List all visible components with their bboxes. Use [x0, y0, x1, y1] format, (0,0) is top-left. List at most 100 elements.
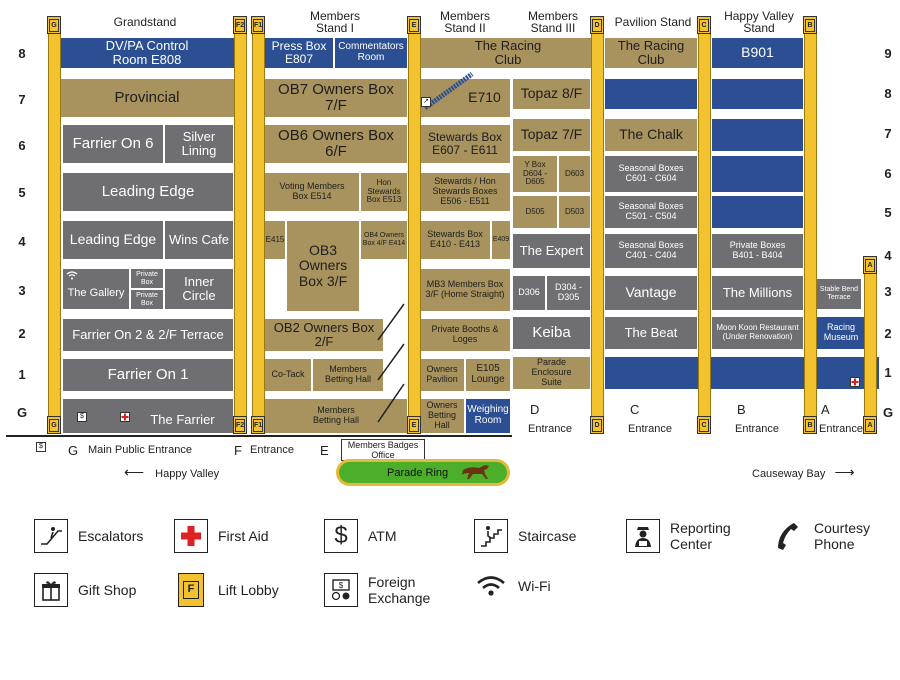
- room-private-box-2[interactable]: Private Box: [130, 289, 164, 310]
- room-hon-stewards-boxes[interactable]: Stewards / Hon Stewards Boxes E506 - E51…: [419, 172, 511, 212]
- legend-courtesy-phone: Courtesy Phone: [770, 519, 884, 553]
- lift-letter: F1: [253, 18, 263, 32]
- room-ob7[interactable]: OB7 Owners Box 7/F: [264, 78, 408, 118]
- room-moon-koon[interactable]: Moon Koon Restaurant (Under Renovation): [711, 316, 804, 350]
- room-dvpa-control[interactable]: DV/PA Control Room E808: [48, 37, 246, 69]
- lift-lobby-marker[interactable]: F2: [233, 16, 247, 34]
- room-seasonal-4[interactable]: Seasonal Boxes C401 - C404: [604, 233, 698, 269]
- room-farrier-on-2[interactable]: Farrier On 2 & 2/F Terrace: [62, 318, 234, 352]
- lift-lobby-marker[interactable]: A: [863, 256, 877, 274]
- room-members-betting-1[interactable]: Members Betting Hall: [312, 358, 384, 392]
- room-the-beat[interactable]: The Beat: [604, 316, 698, 350]
- room-blue-7-pavilion: [604, 78, 698, 110]
- room-parade-enclosure[interactable]: Parade Enclosure Suite: [512, 356, 591, 390]
- room-ob4[interactable]: OB4 Owners Box 4/F E414: [360, 220, 408, 260]
- lift-entrance-marker[interactable]: F1: [251, 416, 265, 434]
- room-weighing[interactable]: Weighing Room: [465, 398, 511, 434]
- room-the-farrier[interactable]: The Farrier: [62, 398, 234, 434]
- room-seasonal-5[interactable]: Seasonal Boxes C501 - C504: [604, 195, 698, 229]
- room-d505[interactable]: D505: [512, 195, 558, 229]
- room-leading-edge-5[interactable]: Leading Edge: [62, 172, 234, 212]
- room-racing-museum[interactable]: Racing Museum: [816, 316, 866, 350]
- lift-shaft: [408, 30, 421, 434]
- lift-letter: A: [865, 258, 875, 272]
- room-y-box[interactable]: Y Box D604 - D605: [512, 155, 558, 193]
- room-vantage[interactable]: Vantage: [604, 275, 698, 311]
- floor-label-left: 8: [18, 46, 26, 61]
- room-e105-lounge[interactable]: E105 Lounge: [465, 358, 511, 392]
- room-owners-betting[interactable]: Owners Betting Hall: [419, 398, 465, 434]
- room-ob2[interactable]: OB2 Owners Box 2/F: [264, 318, 384, 352]
- lift-lobby-marker[interactable]: E: [407, 16, 421, 34]
- lift-entrance-marker[interactable]: E: [407, 416, 421, 434]
- lift-letter: C: [699, 418, 709, 432]
- floor-label-right: 9: [884, 46, 892, 61]
- room-the-chalk[interactable]: The Chalk: [604, 118, 698, 152]
- floor-label-right: 4: [884, 248, 892, 263]
- room-farrier-on-6[interactable]: Farrier On 6: [62, 124, 164, 164]
- room-d503[interactable]: D503: [558, 195, 591, 229]
- room-farrier-on-1[interactable]: Farrier On 1: [62, 358, 234, 392]
- room-mb3[interactable]: MB3 Members Box 3/F (Home Straight): [419, 268, 511, 312]
- legend-escalators: Escalators: [34, 519, 143, 553]
- room-e409[interactable]: E409: [491, 220, 511, 260]
- lift-lobby-glyph: F: [183, 581, 199, 599]
- room-co-tack[interactable]: Co-Tack: [264, 358, 312, 392]
- lift-lobby-marker[interactable]: F1: [251, 16, 265, 34]
- staircase-icon: [474, 519, 508, 553]
- lift-letter: F2: [235, 18, 245, 32]
- room-private-box-1[interactable]: Private Box: [130, 268, 164, 289]
- room-topaz-8[interactable]: Topaz 8/F: [512, 78, 591, 110]
- room-members-betting-g[interactable]: Members Betting Hall: [264, 398, 408, 434]
- room-stable-bend[interactable]: Stable Bend Terrace: [816, 278, 862, 310]
- room-private-boxes-4[interactable]: Private Boxes B401 - B404: [711, 233, 804, 269]
- lift-entrance-marker[interactable]: C: [697, 416, 711, 434]
- room-commentators[interactable]: Commentators Room: [334, 37, 408, 69]
- legend-first-aid: First Aid: [174, 519, 269, 553]
- room-the-expert[interactable]: The Expert: [512, 233, 591, 269]
- lift-entrance-marker[interactable]: F2: [233, 416, 247, 434]
- room-b901[interactable]: B901: [711, 37, 804, 69]
- room-e710[interactable]: E710: [419, 78, 511, 118]
- lift-entrance-marker[interactable]: A: [863, 416, 877, 434]
- room-silver-lining[interactable]: Silver Lining: [164, 124, 234, 164]
- floor-label-left: 4: [18, 234, 26, 249]
- room-topaz-7[interactable]: Topaz 7/F: [512, 118, 591, 152]
- room-seasonal-6[interactable]: Seasonal Boxes C601 - C604: [604, 155, 698, 193]
- room-owners-pavilion[interactable]: Owners Pavilion: [419, 358, 465, 392]
- lift-entrance-marker[interactable]: G: [47, 416, 61, 434]
- room-inner-circle[interactable]: Inner Circle: [164, 268, 234, 310]
- room-hon-stewards-e513[interactable]: Hon Stewards Box E513: [360, 172, 408, 212]
- lift-lobby-marker[interactable]: D: [590, 16, 604, 34]
- lift-lobby-marker[interactable]: C: [697, 16, 711, 34]
- room-blue-4-hv: [711, 195, 804, 229]
- room-press-box[interactable]: Press Box E807: [264, 37, 334, 69]
- lift-entrance-marker[interactable]: D: [590, 416, 604, 434]
- entrance-a-label: Entrance: [819, 423, 864, 435]
- room-ob3[interactable]: OB3 Owners Box 3/F: [286, 220, 360, 312]
- lift-entrance-marker[interactable]: B: [803, 416, 817, 434]
- stand-members-3: Members Stand III: [527, 9, 578, 35]
- room-blue-7-hv: [711, 78, 804, 110]
- room-ob6[interactable]: OB6 Owners Box 6/F: [264, 124, 408, 164]
- parade-ring[interactable]: Parade Ring: [336, 459, 510, 486]
- entrance-e-letter: E: [320, 443, 329, 458]
- room-blue-6-hv: [711, 118, 804, 152]
- room-private-booths[interactable]: Private Booths & Loges: [419, 318, 511, 352]
- room-wins-cafe[interactable]: Wins Cafe: [164, 220, 234, 260]
- legend-staircase: Staircase: [474, 519, 576, 553]
- members-badges-office[interactable]: Members Badges Office: [341, 439, 425, 461]
- room-leading-edge-4[interactable]: Leading Edge: [62, 220, 164, 260]
- room-stewards-6[interactable]: Stewards Box E607 - E611: [419, 124, 511, 164]
- room-racing-club-pavilion[interactable]: The Racing Club: [604, 37, 698, 69]
- room-stewards-4[interactable]: Stewards Box E410 - E413: [419, 220, 491, 260]
- floor-label-left: 5: [18, 185, 26, 200]
- room-d306[interactable]: D306: [512, 275, 546, 311]
- room-d603[interactable]: D603: [558, 155, 591, 193]
- legend-escalators-label: Escalators: [78, 528, 144, 544]
- room-the-millions[interactable]: The Millions: [711, 275, 804, 311]
- lift-lobby-marker[interactable]: B: [803, 16, 817, 34]
- room-d304[interactable]: D304 - D305: [546, 275, 591, 311]
- room-keiba[interactable]: Keiba: [512, 316, 591, 350]
- lift-lobby-marker[interactable]: G: [47, 16, 61, 34]
